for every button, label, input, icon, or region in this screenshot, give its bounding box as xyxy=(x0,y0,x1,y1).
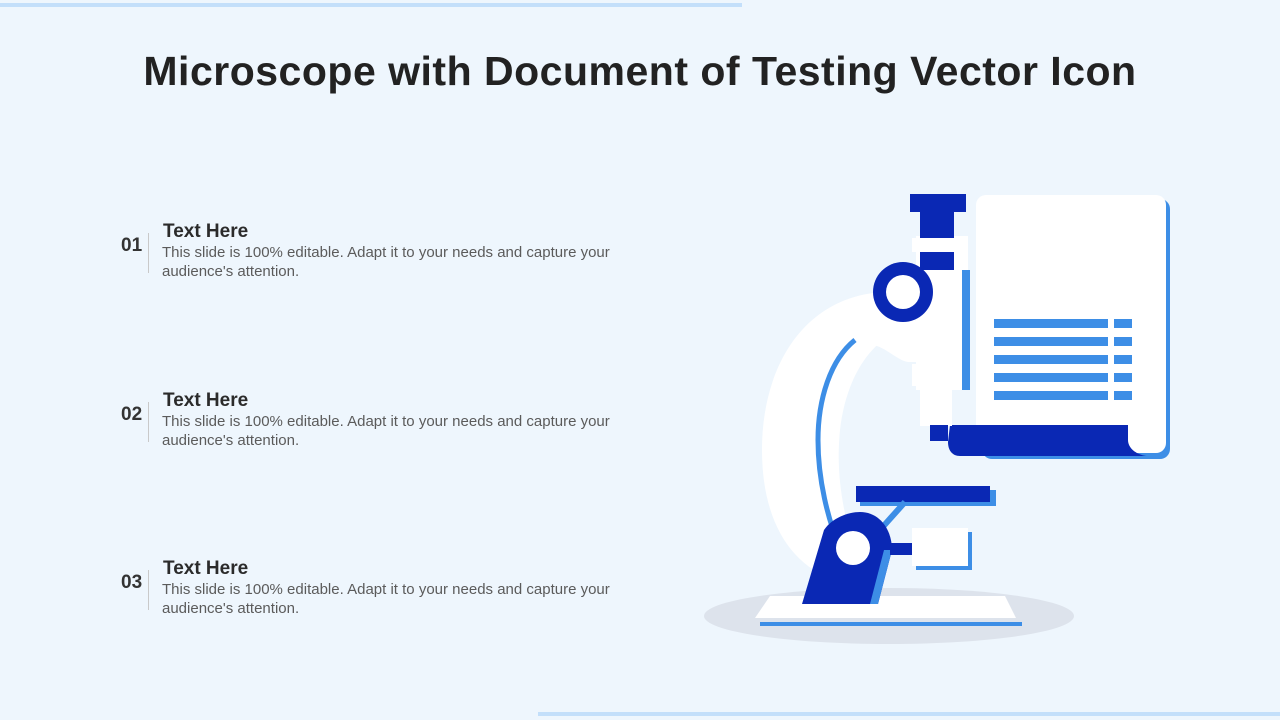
item-number: 02 xyxy=(115,402,149,442)
list-item: 02 Text Here This slide is 100% editable… xyxy=(115,390,635,452)
item-number: 03 xyxy=(115,570,149,610)
microscope-document-icon xyxy=(704,194,1170,644)
item-description: This slide is 100% editable. Adapt it to… xyxy=(162,581,610,617)
top-accent-bar xyxy=(0,3,742,7)
item-heading: Text Here xyxy=(163,558,249,579)
list-item: 01 Text Here This slide is 100% editable… xyxy=(115,221,635,283)
list-item: 03 Text Here This slide is 100% editable… xyxy=(115,558,635,620)
item-heading: Text Here xyxy=(163,390,249,411)
item-description: This slide is 100% editable. Adapt it to… xyxy=(162,244,610,280)
bottom-accent-bar xyxy=(538,712,1280,716)
slide-title: Microscope with Document of Testing Vect… xyxy=(143,48,1137,94)
item-heading: Text Here xyxy=(163,221,249,242)
item-description: This slide is 100% editable. Adapt it to… xyxy=(162,413,610,449)
item-number: 01 xyxy=(115,233,149,273)
